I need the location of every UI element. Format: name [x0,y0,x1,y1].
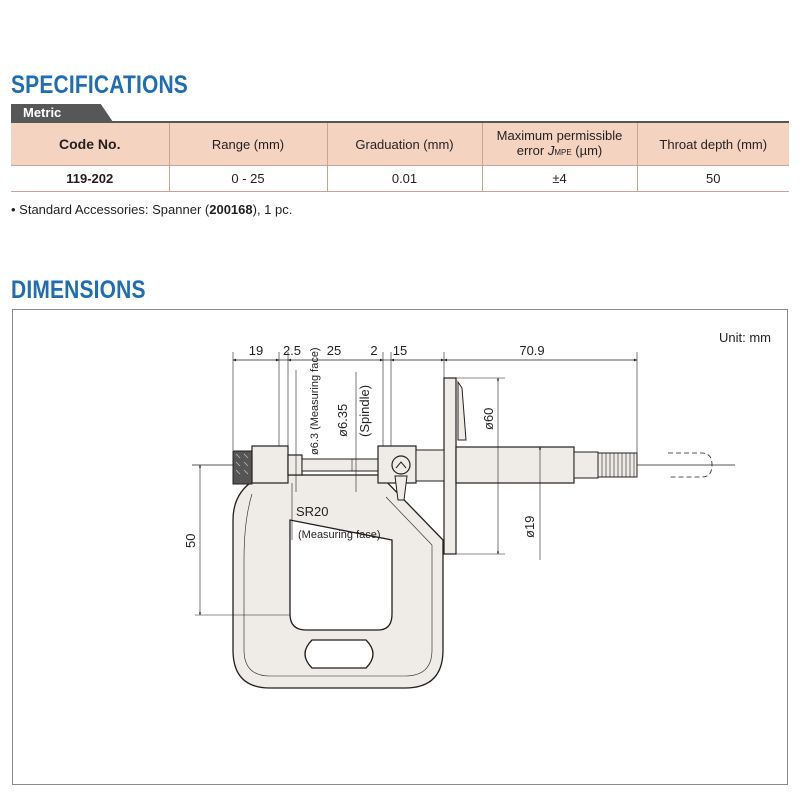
cell-code-no: 119-202 [11,165,170,192]
dim-25: 25 [327,343,341,358]
header-range: Range (mm) [169,123,328,166]
mpe-unit: (µm) [571,143,603,158]
spanner-code: 200168 [209,202,253,217]
standard-accessories-note: • Standard Accessories: Spanner (200168)… [11,202,292,217]
mpe-symbol: J [547,143,555,158]
c-frame [232,474,444,689]
flange-pointer [457,380,467,441]
specifications-table: Code No. Range (mm) Graduation (mm) Maxi… [11,123,789,192]
phi-6-35-label: ø6.35 [335,404,350,437]
frame-inner-edge [243,493,433,677]
anvil-knurled-cap [232,450,253,485]
dim-19: 19 [249,343,263,358]
phi-60-label: ø60 [481,408,496,430]
bullet: • [11,202,16,217]
measuring-face-label: (Measuring face) [298,529,381,541]
accessories-prefix: Standard Accessories: Spanner ( [15,202,210,217]
header-max-permissible-error: Maximum permissible error JMPE (µm) [482,123,638,166]
accessories-suffix: ), 1 pc. [252,202,293,217]
top-extension-lines [232,352,638,455]
clamp-screw-mark [395,461,407,469]
header-graduation: Graduation (mm) [327,123,483,166]
spindle [301,458,379,472]
dim-70-9: 70.9 [519,343,544,358]
throat-dimension [195,464,290,616]
cell-max-permissible-error: ±4 [482,165,638,192]
dim-2-5: 2.5 [283,343,301,358]
ratchet-knurl [601,453,635,477]
clamp-screw [391,455,411,475]
spindle-label: (Spindle) [357,385,372,437]
cell-range: 0 - 25 [169,165,328,192]
flange [443,377,457,555]
ratchet-knob [597,452,638,478]
header-throat-depth: Throat depth (mm) [637,123,789,166]
cell-graduation: 0.01 [327,165,483,192]
mpe-header-prefix: error [516,143,548,158]
dim-2: 2 [370,343,377,358]
thimble-end [573,451,599,479]
extended-spindle-phantom [668,452,713,478]
cell-throat-depth: 50 [637,165,789,192]
specifications-heading: SPECIFICATIONS [11,71,188,99]
table-row: 119-202 0 - 25 0.01 ±4 50 [11,165,789,192]
phi-6-3-measuring-face-label: ø6.3 (Measuring face) [309,347,321,455]
tab-divider [11,121,789,123]
header-code-no: Code No. [11,123,170,166]
phi60-dimension [456,377,505,555]
table-header-row: Code No. Range (mm) Graduation (mm) Maxi… [11,123,789,166]
dim-50-label: 50 [183,534,198,548]
clamp-lever [394,475,408,501]
thimble [455,446,575,484]
anvil-diameter-leader [295,370,357,492]
knurl-pattern [235,453,249,475]
dim-15: 15 [393,343,407,358]
dimensions-heading: DIMENSIONS [11,276,146,304]
mpe-header-line1: Maximum permissible [496,128,623,143]
anvil [287,454,303,476]
phi-19-label: ø19 [522,516,537,538]
metric-tab: Metric [11,104,113,122]
unit-label: Unit: mm [719,330,771,345]
sr20-label: SR20 [296,504,329,519]
sleeve-neck [415,449,445,482]
mpe-subscript: MPE [554,148,572,157]
dimensions-drawing-frame [12,309,788,785]
anvil-block [251,445,289,484]
